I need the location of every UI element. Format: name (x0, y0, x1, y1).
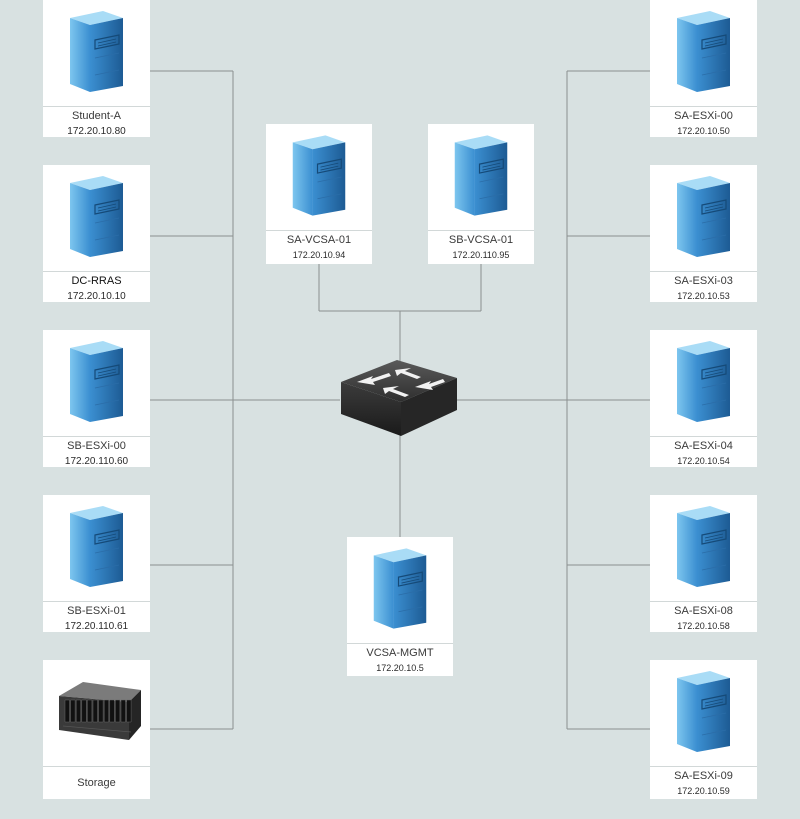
node-divider (428, 230, 534, 231)
node-ip: 172.20.110.60 (64, 456, 129, 467)
node-name: SB-VCSA-01 (448, 234, 514, 246)
node-ip: 172.20.110.95 (452, 250, 510, 260)
node-divider (43, 601, 150, 602)
node-ip: 172.20.10.80 (67, 126, 126, 137)
node-sb-esxi-00[interactable]: SB-ESXi-00 172.20.110.60 (43, 330, 150, 467)
node-divider (43, 436, 150, 437)
storage-array-icon (59, 682, 141, 740)
server-icon (373, 548, 427, 629)
node-name: SA-VCSA-01 (286, 234, 352, 246)
node-name: SA-ESXi-08 (674, 605, 733, 617)
server-icon (454, 135, 508, 216)
server-icon (70, 341, 123, 422)
server-icon (677, 11, 730, 92)
node-name: SA-ESXi-00 (674, 110, 733, 122)
node-divider (43, 766, 150, 767)
node-sa-esxi-04[interactable]: SA-ESXi-04 172.20.10.54 (650, 330, 757, 467)
node-ip: 172.20.110.61 (64, 621, 129, 632)
node-ip: 172.20.10.50 (677, 126, 730, 136)
node-name: Student-A (72, 110, 121, 122)
server-icon (677, 671, 730, 752)
server-icon (677, 506, 730, 587)
node-name: SA-ESXi-03 (674, 275, 733, 287)
node-divider (347, 643, 453, 644)
node-ip: 172.20.10.94 (292, 250, 346, 260)
node-vcsa-mgmt[interactable]: VCSA-MGMT 172.20.10.5 (347, 537, 453, 676)
node-name: SB-ESXi-01 (67, 605, 126, 617)
node-sa-esxi-00[interactable]: SA-ESXi-00 172.20.10.50 (650, 0, 757, 137)
server-icon (292, 135, 346, 216)
network-switch[interactable] (335, 356, 461, 440)
node-divider (650, 766, 757, 767)
node-sa-esxi-03[interactable]: SA-ESXi-03 172.20.10.53 (650, 165, 757, 302)
node-divider (650, 271, 757, 272)
node-storage[interactable]: Storage (43, 660, 150, 799)
node-name: DC-RRAS (71, 275, 122, 287)
node-divider (43, 271, 150, 272)
server-icon (70, 506, 123, 587)
network-switch-icon (341, 360, 457, 436)
node-ip: 172.20.10.5 (376, 663, 424, 673)
server-icon (70, 11, 123, 92)
node-ip: 172.20.10.59 (677, 786, 730, 796)
server-icon (70, 176, 123, 257)
node-sb-vcsa-01[interactable]: SB-VCSA-01 172.20.110.95 (428, 124, 534, 264)
node-sa-esxi-09[interactable]: SA-ESXi-09 172.20.10.59 (650, 660, 757, 799)
node-sa-vcsa-01[interactable]: SA-VCSA-01 172.20.10.94 (266, 124, 372, 264)
node-name: VCSA-MGMT (366, 647, 434, 659)
node-dc-rras[interactable]: DC-RRAS 172.20.10.10 (43, 165, 150, 302)
node-name: Storage (77, 777, 116, 789)
node-ip: 172.20.10.58 (677, 621, 730, 631)
node-name: SB-ESXi-00 (67, 440, 126, 452)
server-icon (677, 341, 730, 422)
node-divider (650, 601, 757, 602)
node-divider (650, 436, 757, 437)
node-ip: 172.20.10.54 (677, 456, 730, 466)
node-sb-esxi-01[interactable]: SB-ESXi-01 172.20.110.61 (43, 495, 150, 632)
node-student-a[interactable]: Student-A 172.20.10.80 (43, 0, 150, 137)
node-divider (650, 106, 757, 107)
server-icon (677, 176, 730, 257)
node-divider (43, 106, 150, 107)
node-ip: 172.20.10.10 (67, 291, 126, 302)
node-ip: 172.20.10.53 (677, 291, 730, 301)
node-sa-esxi-08[interactable]: SA-ESXi-08 172.20.10.58 (650, 495, 757, 632)
node-name: SA-ESXi-04 (674, 440, 733, 452)
node-divider (266, 230, 372, 231)
node-name: SA-ESXi-09 (674, 770, 733, 782)
